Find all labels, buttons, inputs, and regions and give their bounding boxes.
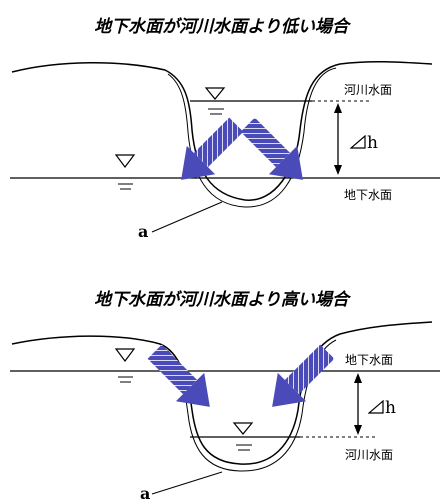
panel-low-delta-h: h [350,133,378,153]
delta-icon [350,135,366,149]
panel-low-point-label: a [138,222,149,241]
panel-high-delta-h: h [368,398,396,418]
flow-arrow-left [181,117,244,180]
valley-outline [11,60,433,201]
river-water-marker-icon [204,87,226,100]
delta-icon-2 [368,400,384,414]
flow-arrow-left-2 [147,344,210,407]
panel-low-title: 地下水面が河川水面より低い場合 [94,17,349,37]
flow-arrow-right [240,117,303,180]
panel-low-river-label: 河川水面 [344,83,393,97]
groundwater-marker-icon [114,154,136,168]
valley-outline-2 [11,321,433,465]
valley-inner-outline [167,67,337,208]
panel-high-river-label: 河川水面 [345,448,394,462]
panel-low-diagram [10,60,440,233]
river-water-marker-icon-2 [232,422,254,435]
flow-arrow-right-2 [272,344,335,407]
panel-low-ground-label: 地下水面 [344,188,393,202]
panel-high-title: 地下水面が河川水面より高い場合 [94,290,349,310]
panel-high-point-label: a [140,484,151,503]
groundwater-marker-icon-2 [114,348,136,362]
panel-high-ground-label: 地下水面 [345,353,394,367]
